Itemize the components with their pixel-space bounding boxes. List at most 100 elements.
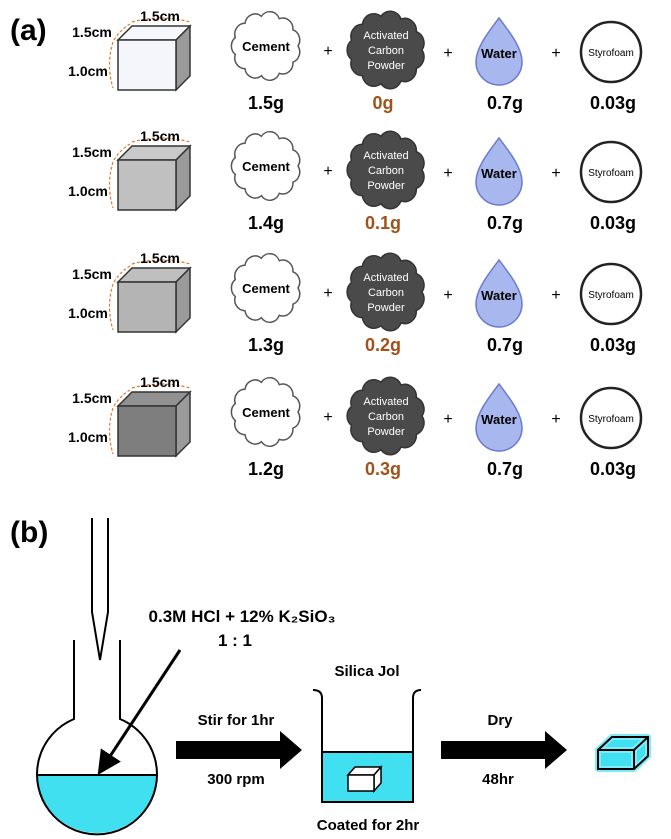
carbon-label-line1: Activated [363,272,408,284]
flask-liquid [37,775,157,833]
activated-carbon-cloud-icon [346,376,425,456]
final-coated-cube-icon [595,734,651,772]
panel-b-label: (b) [10,516,48,549]
water-drop-icon [475,136,523,206]
cube-sample-icon [116,266,192,334]
flask-icon [36,640,158,836]
activated-carbon-cloud-icon [346,252,425,332]
reagent-label: 0.3M HCl + 12% K₂SiO₃ [149,607,336,626]
dry-arrow [441,731,567,769]
ratio-label: 1 : 1 [218,631,252,650]
water-label: Water [481,166,517,181]
cube-sample-icon [116,24,192,92]
plus-sign: + [443,165,452,182]
burette-icon [91,518,109,661]
dim-top-label: 1.5cm [140,128,180,144]
carbon-label-line3: Powder [367,426,405,438]
cube-sample-icon [116,144,192,212]
plus-sign: + [551,411,560,428]
plus-sign: + [323,163,332,180]
water-label: Water [481,288,517,303]
composition-row: 1.5cm1.5cm1.0cmCement+ActivatedCarbonPow… [68,128,643,233]
carbon-label-line2: Carbon [368,287,404,299]
plus-sign: + [443,411,452,428]
water-amount: 0.7g [487,335,523,355]
styrofoam-amount: 0.03g [590,213,636,233]
coated-cube-icon [346,765,383,793]
carbon-amount: 0.3g [365,459,401,479]
stir-arrow [176,731,302,769]
water-amount: 0.7g [487,93,523,113]
dim-top-label: 1.5cm [140,374,180,390]
carbon-label-line2: Carbon [368,165,404,177]
plus-sign: + [443,287,452,304]
water-amount: 0.7g [487,213,523,233]
water-label: Water [481,46,517,61]
styrofoam-label: Styrofoam [588,168,634,179]
styrofoam-amount: 0.03g [590,93,636,113]
styrofoam-label: Styrofoam [588,48,634,59]
carbon-label-line1: Activated [363,396,408,408]
cement-amount: 1.4g [248,213,284,233]
cement-amount: 1.2g [248,459,284,479]
cement-cloud-icon [230,130,301,202]
cement-label: Cement [242,405,290,420]
panel-a-label: (a) [10,14,47,47]
cube-sample-icon [116,390,192,458]
dim-height-label: 1.0cm [68,305,108,321]
composition-row: 1.5cm 1.5cm 1.0cm Cement + ActivatedCarbonPow… [68,250,643,355]
dim-height-label: 1.0cm [68,183,108,199]
plus-sign: + [443,45,452,62]
carbon-label-line2: Carbon [368,45,404,57]
plus-sign: + [323,285,332,302]
composition-rows: 1.5cm1.5cm1.0cmCement+ActivatedCarbonPow… [68,8,643,479]
dimension-braces [108,259,191,331]
water-drop-icon [475,258,523,328]
dimension-braces [108,137,191,209]
activated-carbon-cloud-icon [346,130,425,210]
coated-label: Coated for 2hr [317,817,420,834]
styrofoam-circle-icon [579,20,643,84]
rpm-label: 300 rpm [207,771,265,788]
water-amount: 0.7g [487,459,523,479]
dim-height-label: 1.0cm [68,63,108,79]
dry-time-label: 48hr [482,771,514,788]
carbon-amount: 0g [372,93,393,113]
dim-side-label: 1.5cm [72,144,112,160]
cement-amount: 1.5g [248,93,284,113]
plus-sign: + [551,287,560,304]
composition-row: 1.5cm 1.5cm 1.0cm Cement + ActivatedCarbonPow… [68,374,643,479]
dim-side-label: 1.5cm [72,266,112,282]
beaker-title: Silica Jol [334,663,399,680]
dimension-braces [108,383,191,455]
styrofoam-circle-icon [579,386,643,450]
carbon-label-line1: Activated [363,150,408,162]
cement-label: Cement [242,281,290,296]
styrofoam-label: Styrofoam [588,414,634,425]
plus-sign: + [551,165,560,182]
dim-side-label: 1.5cm [72,24,112,40]
carbon-label-line3: Powder [367,60,405,72]
dim-height-label: 1.0cm [68,429,108,445]
carbon-label-line3: Powder [367,302,405,314]
cement-cloud-icon [230,252,301,324]
composition-row: 1.5cm1.5cm1.0cmCement+ActivatedCarbonPow… [68,8,643,113]
carbon-amount: 0.2g [365,335,401,355]
styrofoam-amount: 0.03g [590,459,636,479]
carbon-label-line3: Powder [367,180,405,192]
styrofoam-circle-icon [579,262,643,326]
plus-sign: + [323,409,332,426]
cement-cloud-icon [230,10,301,82]
water-drop-icon [475,16,523,86]
cement-cloud-icon [230,376,301,448]
water-drop-icon [475,382,523,452]
plus-sign: + [551,45,560,62]
carbon-label-line1: Activated [363,30,408,42]
dim-top-label: 1.5cm [140,250,180,266]
cement-label: Cement [242,39,290,54]
styrofoam-circle-icon [579,140,643,204]
dim-side-label: 1.5cm [72,390,112,406]
carbon-label-line2: Carbon [368,411,404,423]
cement-amount: 1.3g [248,335,284,355]
